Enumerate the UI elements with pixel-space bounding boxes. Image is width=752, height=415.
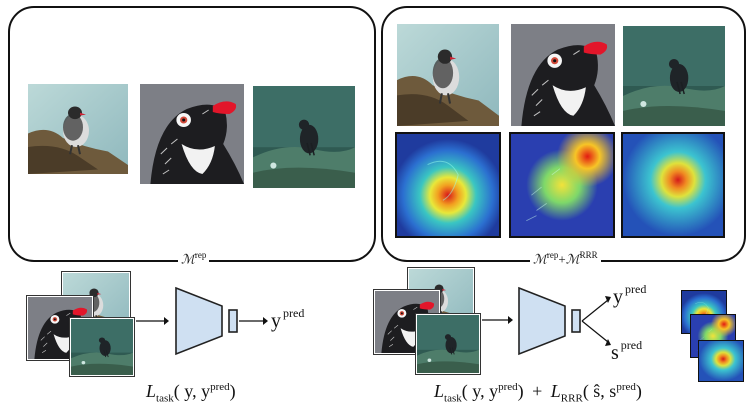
bird-head-closeup-photo — [511, 24, 615, 126]
left-panel-caption: ℳrep — [178, 250, 210, 268]
arrow — [482, 316, 513, 324]
arrow — [239, 317, 268, 325]
saliency-heatmap — [698, 340, 744, 382]
loss-task-formula: Ltask( y, ypred) — [146, 381, 236, 405]
left-panel — [8, 6, 376, 262]
right-panel-caption: ℳrep+ℳRRR — [530, 250, 601, 268]
bird-on-rock-photo — [28, 84, 128, 174]
stacked-photo-front — [416, 314, 480, 374]
stacked-photo-front — [70, 318, 134, 376]
loss-combined-formula: Ltask( y, ypred) + LRRR( ŝ, spred) — [434, 381, 642, 405]
saliency-heatmap — [395, 132, 501, 238]
right-panel — [381, 6, 746, 262]
saliency-heatmap — [621, 132, 725, 238]
bird-head-closeup-photo — [140, 84, 244, 184]
arrow — [136, 317, 169, 325]
encoder-network — [174, 286, 244, 356]
bird-on-rock-photo — [397, 24, 499, 126]
branch-arrows — [581, 296, 611, 346]
encoder-network — [517, 286, 587, 356]
bird-mossy-rock-photo — [253, 86, 355, 188]
saliency-heatmap — [509, 132, 615, 238]
bird-mossy-rock-photo — [623, 26, 725, 126]
